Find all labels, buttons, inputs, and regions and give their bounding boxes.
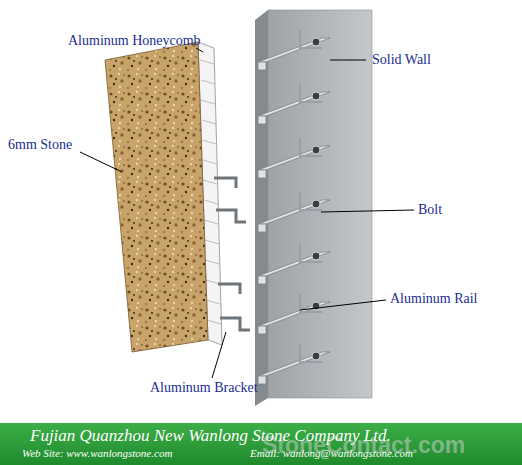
part-label: 6mm Stone: [8, 137, 72, 153]
part-label: Aluminum Bracket: [150, 380, 258, 396]
part-label: Aluminum Honeycomb: [68, 33, 201, 49]
company-caption: Fujian Quanzhou New Wanlong Stone Compan…: [30, 426, 391, 446]
part-label: Solid Wall: [372, 52, 431, 68]
part-label: Bolt: [418, 202, 442, 218]
website-text: Web Site: www.wanlongstone.com: [22, 447, 172, 460]
email-text: Email: wanlong@wanlongstone.com: [250, 447, 413, 460]
part-label: Aluminum Rail: [390, 291, 478, 307]
